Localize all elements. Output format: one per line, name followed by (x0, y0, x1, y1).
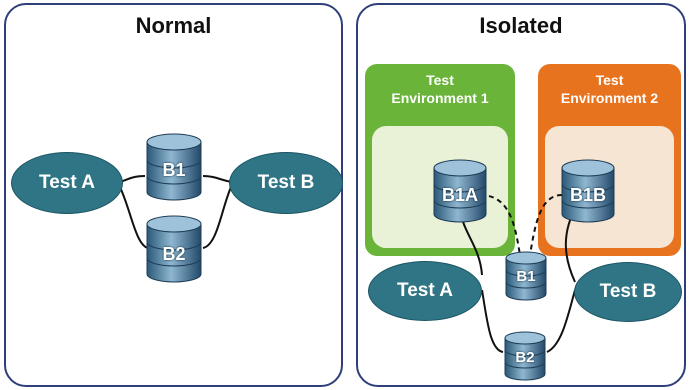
isolated-db-b1b: B1B (560, 158, 616, 224)
isolated-db-b2: B2 (503, 330, 547, 382)
env1-title: Test Environment 1 (365, 71, 515, 107)
db-b2-label: B2 (162, 244, 186, 264)
db-b1-label: B1 (162, 160, 186, 180)
line-testa-b2 (117, 182, 149, 249)
test-environment-2: Test Environment 2 (538, 64, 681, 256)
db-b1b-label: B1B (569, 185, 606, 205)
env2-title: Test Environment 2 (538, 71, 681, 107)
line-testa-b2 (481, 289, 504, 353)
line-b1b-b1-dashed (529, 194, 563, 256)
isolated-db-b1a: B1A (432, 158, 488, 224)
normal-test-b: Test B (229, 152, 343, 214)
test-environment-1: Test Environment 1 (365, 64, 515, 256)
database-icon (504, 331, 546, 381)
env1-title-line2: Environment 1 (391, 90, 489, 106)
database-icon (561, 159, 615, 223)
line-b2-testb (202, 184, 233, 249)
db-b1-shared-label: B1 (516, 268, 536, 285)
line-b2-testb (546, 289, 576, 353)
db-b2-shared-label: B2 (515, 349, 535, 366)
database-icon (433, 159, 487, 223)
line-b1-testb (202, 175, 233, 183)
normal-db-b1: B1 (145, 132, 203, 202)
env2-title-line1: Test (595, 72, 624, 88)
env1-title-line1: Test (426, 72, 454, 88)
line-b1a-b1-dashed (479, 194, 521, 256)
normal-test-a: Test A (11, 152, 123, 214)
normal-title: Normal (135, 13, 212, 38)
database-icon (505, 251, 547, 301)
isolated-title: Isolated (479, 13, 563, 38)
isolated-test-b: Test B (574, 262, 682, 322)
isolated-test-a: Test A (368, 261, 482, 321)
isolated-db-b1: B1 (504, 250, 548, 302)
db-b1a-label: B1A (441, 185, 478, 205)
normal-db-b2: B2 (145, 214, 203, 284)
database-icon (146, 215, 202, 283)
database-icon (146, 133, 202, 201)
env2-title-line2: Environment 2 (560, 90, 659, 106)
